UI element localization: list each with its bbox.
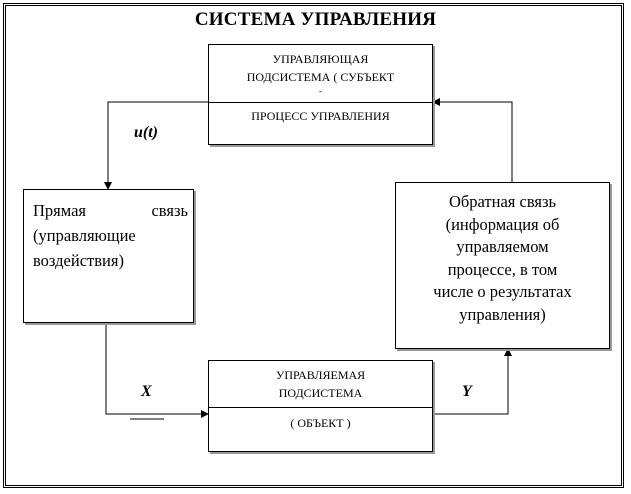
- inner-frame: [5, 5, 622, 486]
- output-y-label: Y: [462, 383, 472, 400]
- subject-title-line2: ПОДСИСТЕМА ( СУБЪЕКТ: [246, 70, 395, 84]
- feedback-line6: управления): [459, 304, 546, 324]
- input-x-label: X: [141, 383, 152, 400]
- arrow-object-to-feedback: [433, 348, 512, 415]
- control-signal-label: u(t): [134, 124, 158, 141]
- outer-frame: [3, 3, 624, 488]
- feedback-text: Обратная связь (информация об управляемо…: [396, 191, 609, 326]
- feedback-line2: (информация об: [445, 214, 560, 234]
- direct-link-line2: (управляющие: [33, 226, 136, 245]
- arrow-feedback-to-subject: [432, 98, 513, 182]
- feedback-line5: числе о результатах: [433, 282, 572, 301]
- direct-link-box: Прямая связь (управляющие воздействия): [23, 189, 194, 323]
- direct-link-line3: воздействия): [33, 251, 124, 270]
- feedback-line3: управляемом: [456, 237, 549, 256]
- object-title-line1: УПРАВЛЯЕМАЯ: [275, 368, 366, 382]
- object-divider: [209, 407, 432, 408]
- arrow-direct-to-object: [105, 323, 209, 418]
- object-box: УПРАВЛЯЕМАЯ ПОДСИСТЕМА ( ОБЪЕКТ ): [208, 360, 433, 452]
- arrow-subject-to-direct: [104, 101, 208, 190]
- subject-title-line1: УПРАВЛЯЮЩАЯ: [272, 52, 369, 66]
- object-title-line2: ПОДСИСТЕМА: [278, 386, 363, 400]
- subject-process-label: ПРОЦЕСС УПРАВЛЕНИЯ: [251, 109, 390, 123]
- object-title-line3: ( ОБЪЕКТ ): [290, 416, 351, 430]
- subject-title-line3: -: [319, 86, 322, 96]
- direct-link-text: Прямая связь (управляющие воздействия): [33, 198, 188, 273]
- subject-box: УПРАВЛЯЮЩАЯ ПОДСИСТЕМА ( СУБЪЕКТ - ПРОЦЕ…: [208, 44, 433, 145]
- direct-link-word1: Прямая: [33, 201, 86, 220]
- feedback-line1: Обратная связь: [448, 192, 557, 211]
- feedback-line4: процессе, в том: [447, 259, 558, 279]
- direct-link-word2: связь: [151, 201, 188, 220]
- diagram-title: СИСТЕМА УПРАВЛЕНИЯ: [194, 9, 437, 30]
- feedback-box: Обратная связь (информация об управляемо…: [395, 182, 610, 349]
- subject-divider: [209, 102, 432, 103]
